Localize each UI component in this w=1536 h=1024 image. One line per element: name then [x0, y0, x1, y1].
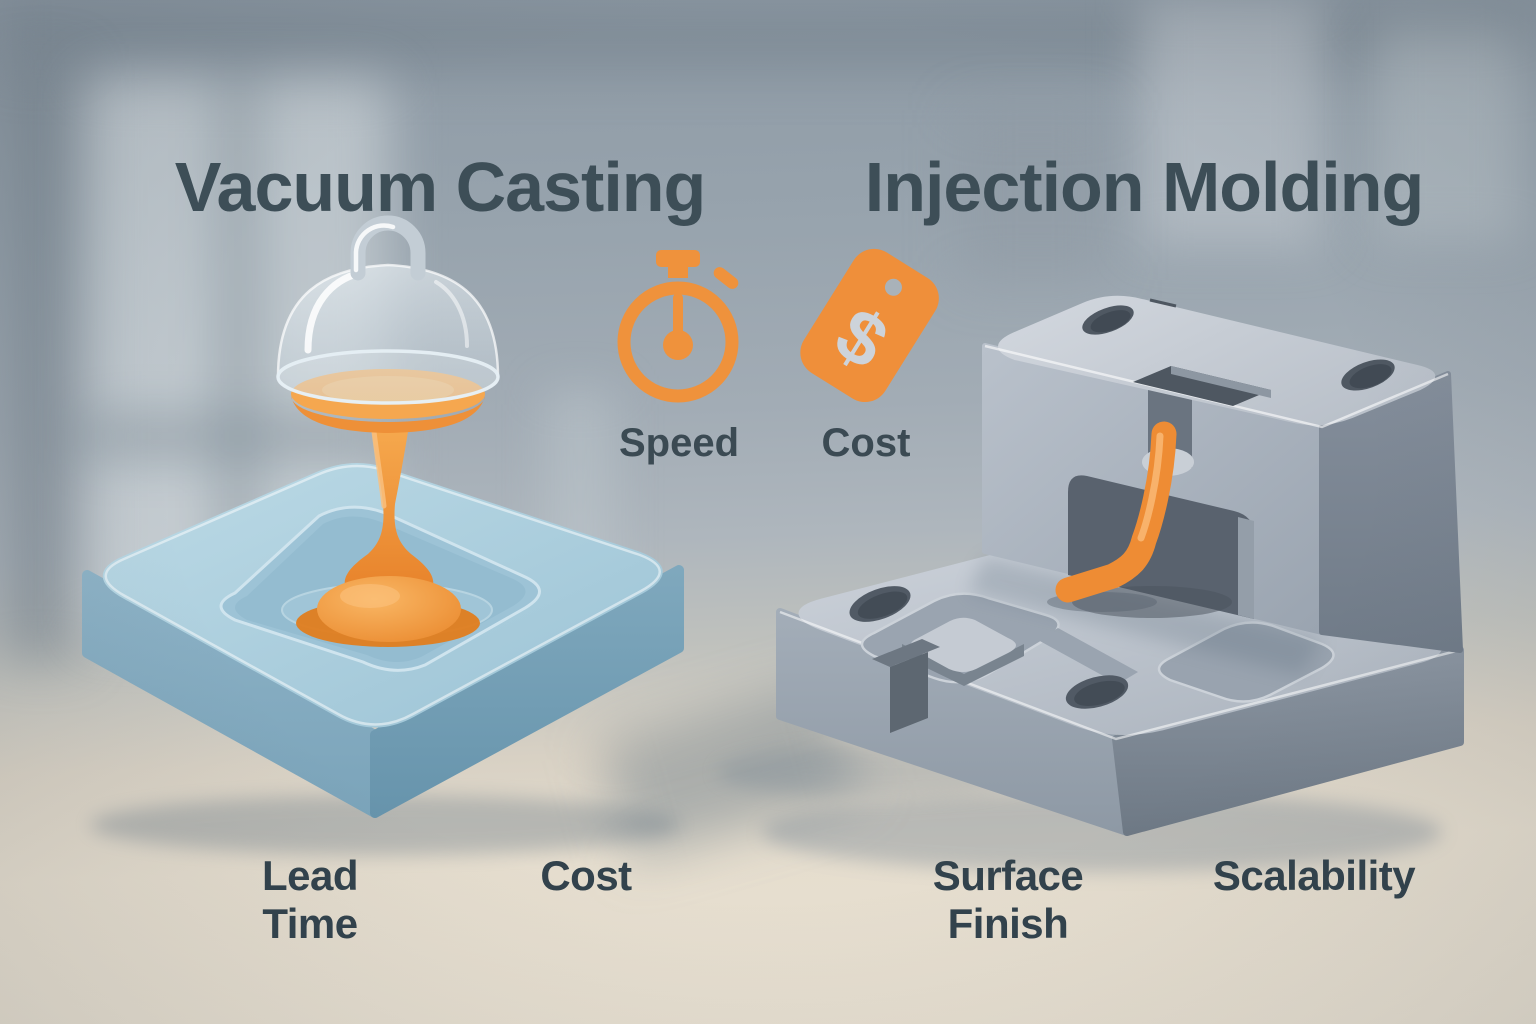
injection-molding-illustration: [717, 295, 1464, 872]
resin-puddle: [317, 576, 461, 642]
scalability-label: Scalability: [1212, 852, 1416, 899]
orange-part-highlight: [1137, 432, 1164, 542]
mold-floor-shadow: [90, 795, 680, 855]
price-tag-icon: $: [800, 248, 939, 403]
arch-floor-shadow: [1072, 586, 1232, 618]
speed-label: Speed: [618, 421, 740, 465]
stopwatch-ring: [617, 281, 739, 403]
bell-jar-rim: [276, 349, 500, 405]
bell-jar-highlight-right: [434, 280, 469, 348]
resin-stream-highlight: [371, 429, 387, 509]
bell-jar-handle-highlight: [353, 223, 396, 273]
resin-stream: [344, 426, 434, 586]
wall-left-band: [0, 60, 80, 660]
resin-pool-bowl: [291, 396, 485, 433]
price-tag-glyph: $: [800, 248, 939, 403]
background-machine-blob: [960, 110, 1110, 280]
arch-inner-right-wall: [1238, 517, 1254, 619]
runner-groove-face-notch: [890, 652, 928, 733]
block-top-edge-highlight: [984, 344, 1449, 429]
bolt-hole-block-right: [1341, 359, 1395, 391]
left-title: Vacuum Casting: [174, 147, 707, 226]
vacuum-casting-illustration: [82, 215, 684, 855]
orange-molded-part: [1047, 421, 1177, 612]
mold-top-edge-highlight: [104, 464, 661, 726]
stopwatch-icon: [617, 250, 739, 403]
cavity-connector-channel: [1038, 628, 1138, 684]
price-tag-body: [800, 248, 939, 403]
glass-bell-jar: [276, 215, 500, 405]
block-top-notch: [1133, 366, 1271, 406]
resin-puddle-highlight: [340, 584, 400, 608]
lead-time-label: Lead Time: [261, 852, 359, 947]
stopwatch-side-button: [713, 267, 739, 289]
runner-groove-top: [872, 639, 940, 667]
cost-metric-label: Cost: [821, 421, 911, 465]
stopwatch-stem: [668, 265, 688, 278]
bolt-hole-base-left: [849, 586, 911, 622]
cost-label: Cost: [540, 852, 632, 899]
bolt-hole-base-front: [1065, 675, 1129, 709]
mold-floor-shadow: [762, 792, 1442, 872]
window-right-2: [1372, 25, 1522, 240]
right-title: Injection Molding: [864, 147, 1424, 226]
block-top-seam-line: [1149, 298, 1177, 308]
block-top-notch-wall: [1171, 366, 1271, 398]
cavity-island-top: [910, 617, 1016, 672]
steel-mold-upper-block: [968, 295, 1463, 676]
bolt-hole-block-left: [1082, 305, 1134, 335]
stopwatch-glyph: [656, 250, 739, 360]
surface-finish-label: Surface Finish: [932, 852, 1084, 947]
orange-sprue-part: [1055, 421, 1177, 603]
price-tag-hole: [884, 278, 902, 296]
stopwatch-cap: [656, 250, 700, 267]
window-right-1: [1140, 0, 1325, 245]
